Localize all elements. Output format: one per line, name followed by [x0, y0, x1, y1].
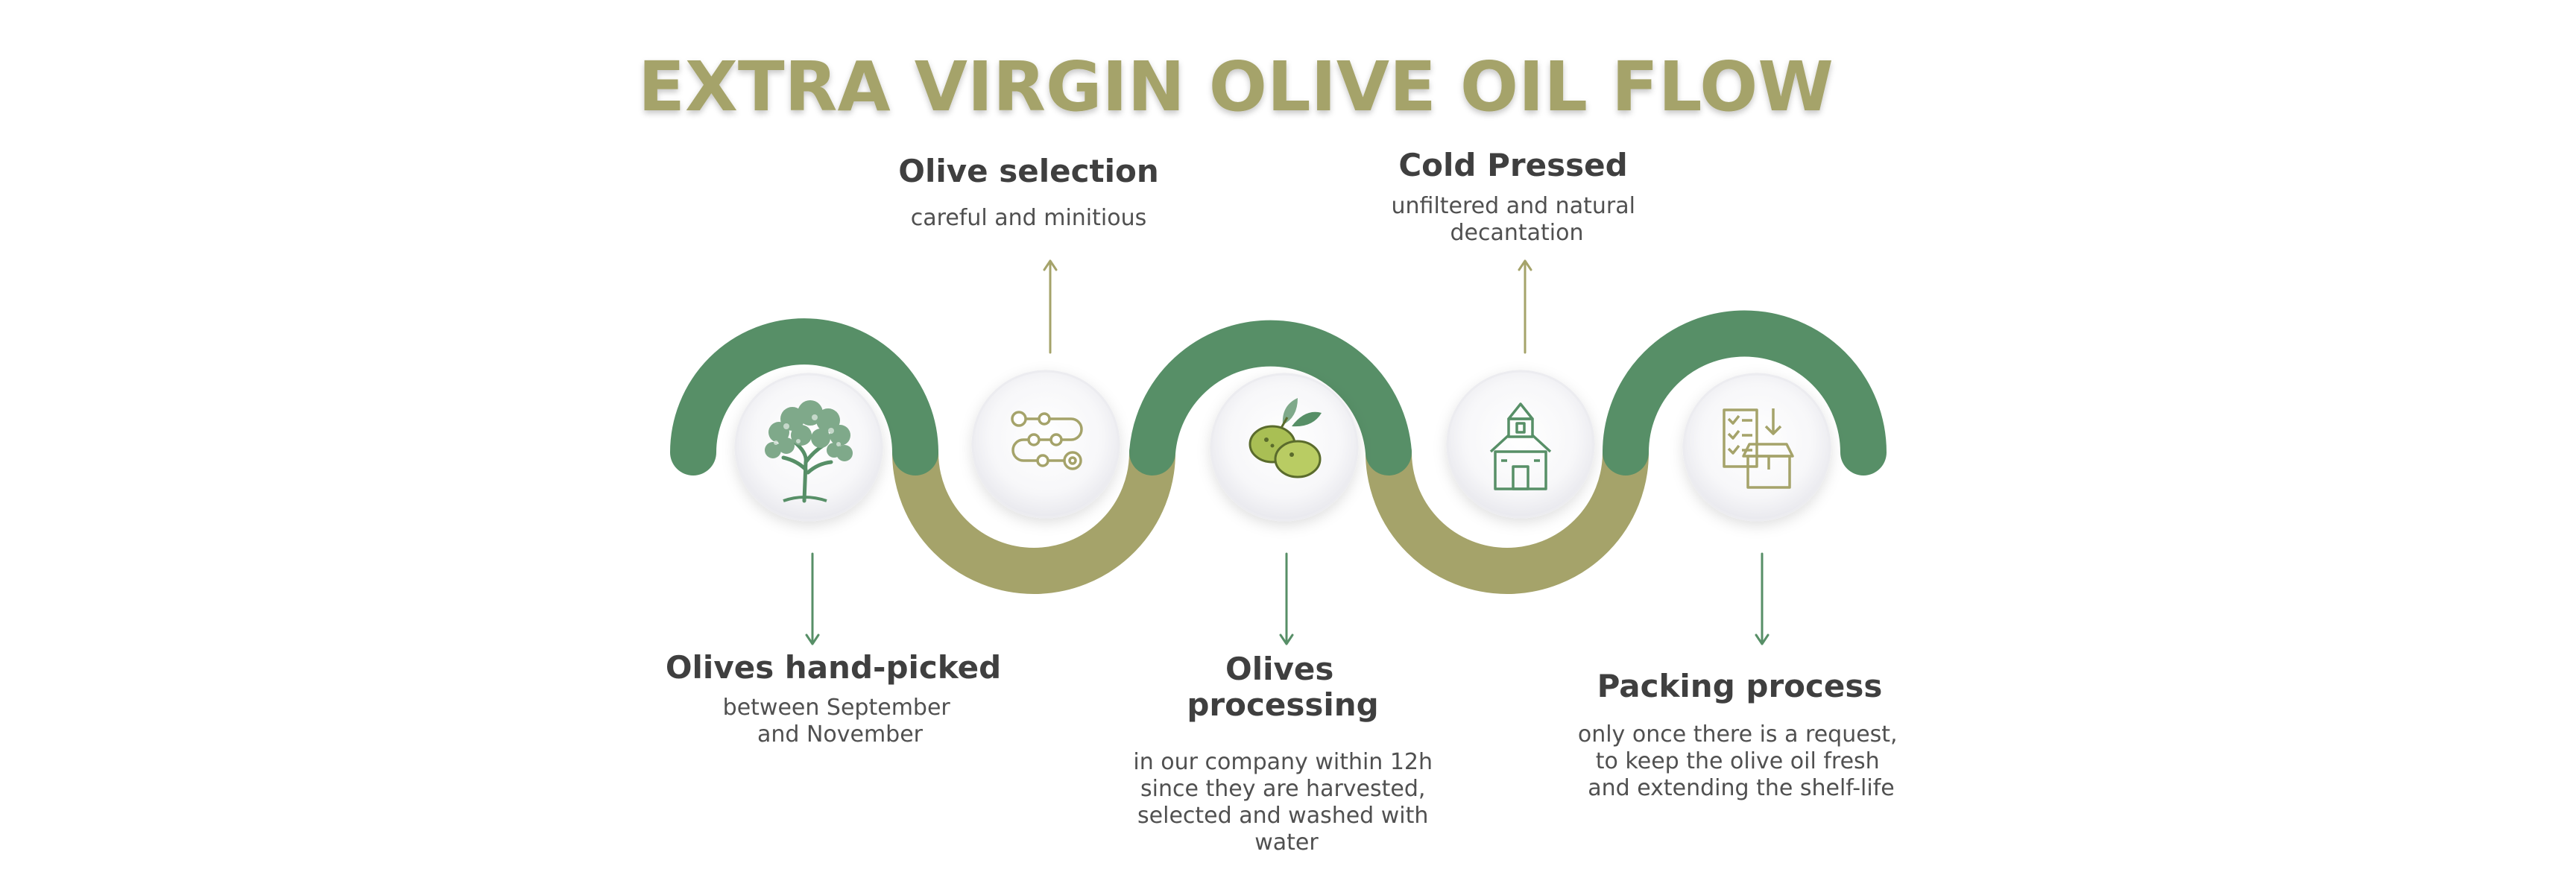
- wave-band: [670, 310, 1887, 594]
- process-flow-icon: [1011, 411, 1083, 470]
- step-description: only once there is a request, to keep th…: [1578, 721, 1904, 801]
- step-heading: Cold Pressed: [1398, 147, 1627, 183]
- step-heading: Olives hand-picked: [666, 649, 1001, 686]
- mill-building-icon: [1489, 402, 1552, 490]
- wave-arc-green-3: [1603, 310, 1887, 476]
- wave-arc-green-2: [1129, 320, 1412, 476]
- wave-arc-olive-1: [892, 429, 1175, 594]
- step-label-packing: Packing process only once there is a req…: [1578, 668, 1904, 801]
- arrow-down-processing: [1279, 552, 1294, 645]
- wave-arc-green-1: [670, 318, 938, 476]
- step-heading: Olive selection: [898, 153, 1158, 189]
- arrow-down-packing: [1755, 552, 1770, 645]
- step-heading: Olives processing: [1187, 651, 1378, 723]
- step-description: careful and minitious: [911, 205, 1146, 231]
- step-label-hand-picked: Olives hand-picked between September and…: [666, 649, 1001, 748]
- step-description: between September and November: [723, 695, 958, 748]
- step-circle-cold-pressed: [1446, 370, 1595, 519]
- step-description: in our company within 12h since they are…: [1133, 749, 1439, 856]
- arrow-down-hand-picked: [805, 552, 820, 645]
- packing-box-icon: [1723, 408, 1794, 489]
- step-description: unfiltered and natural decantation: [1392, 193, 1643, 246]
- step-label-processing: Olives processing in our company within …: [1133, 651, 1439, 856]
- connector-arrows: [805, 259, 1770, 645]
- step-heading: Packing process: [1597, 668, 1883, 704]
- arrow-up-cold-pressed: [1518, 259, 1532, 354]
- arrow-up-selection: [1043, 259, 1058, 354]
- step-circle-selection: [971, 370, 1120, 519]
- step-circle-hand-picked: [734, 373, 883, 522]
- step-label-selection: Olive selection careful and minitious: [898, 153, 1158, 231]
- wave-arc-olive-2: [1366, 429, 1649, 594]
- olive-tree-icon: [765, 400, 853, 503]
- page-title: EXTRA VIRGIN OLIVE OIL FLOW: [638, 47, 1834, 127]
- olives-icon: [1248, 398, 1322, 478]
- step-label-cold-pressed: Cold Pressed unfiltered and natural deca…: [1392, 147, 1643, 246]
